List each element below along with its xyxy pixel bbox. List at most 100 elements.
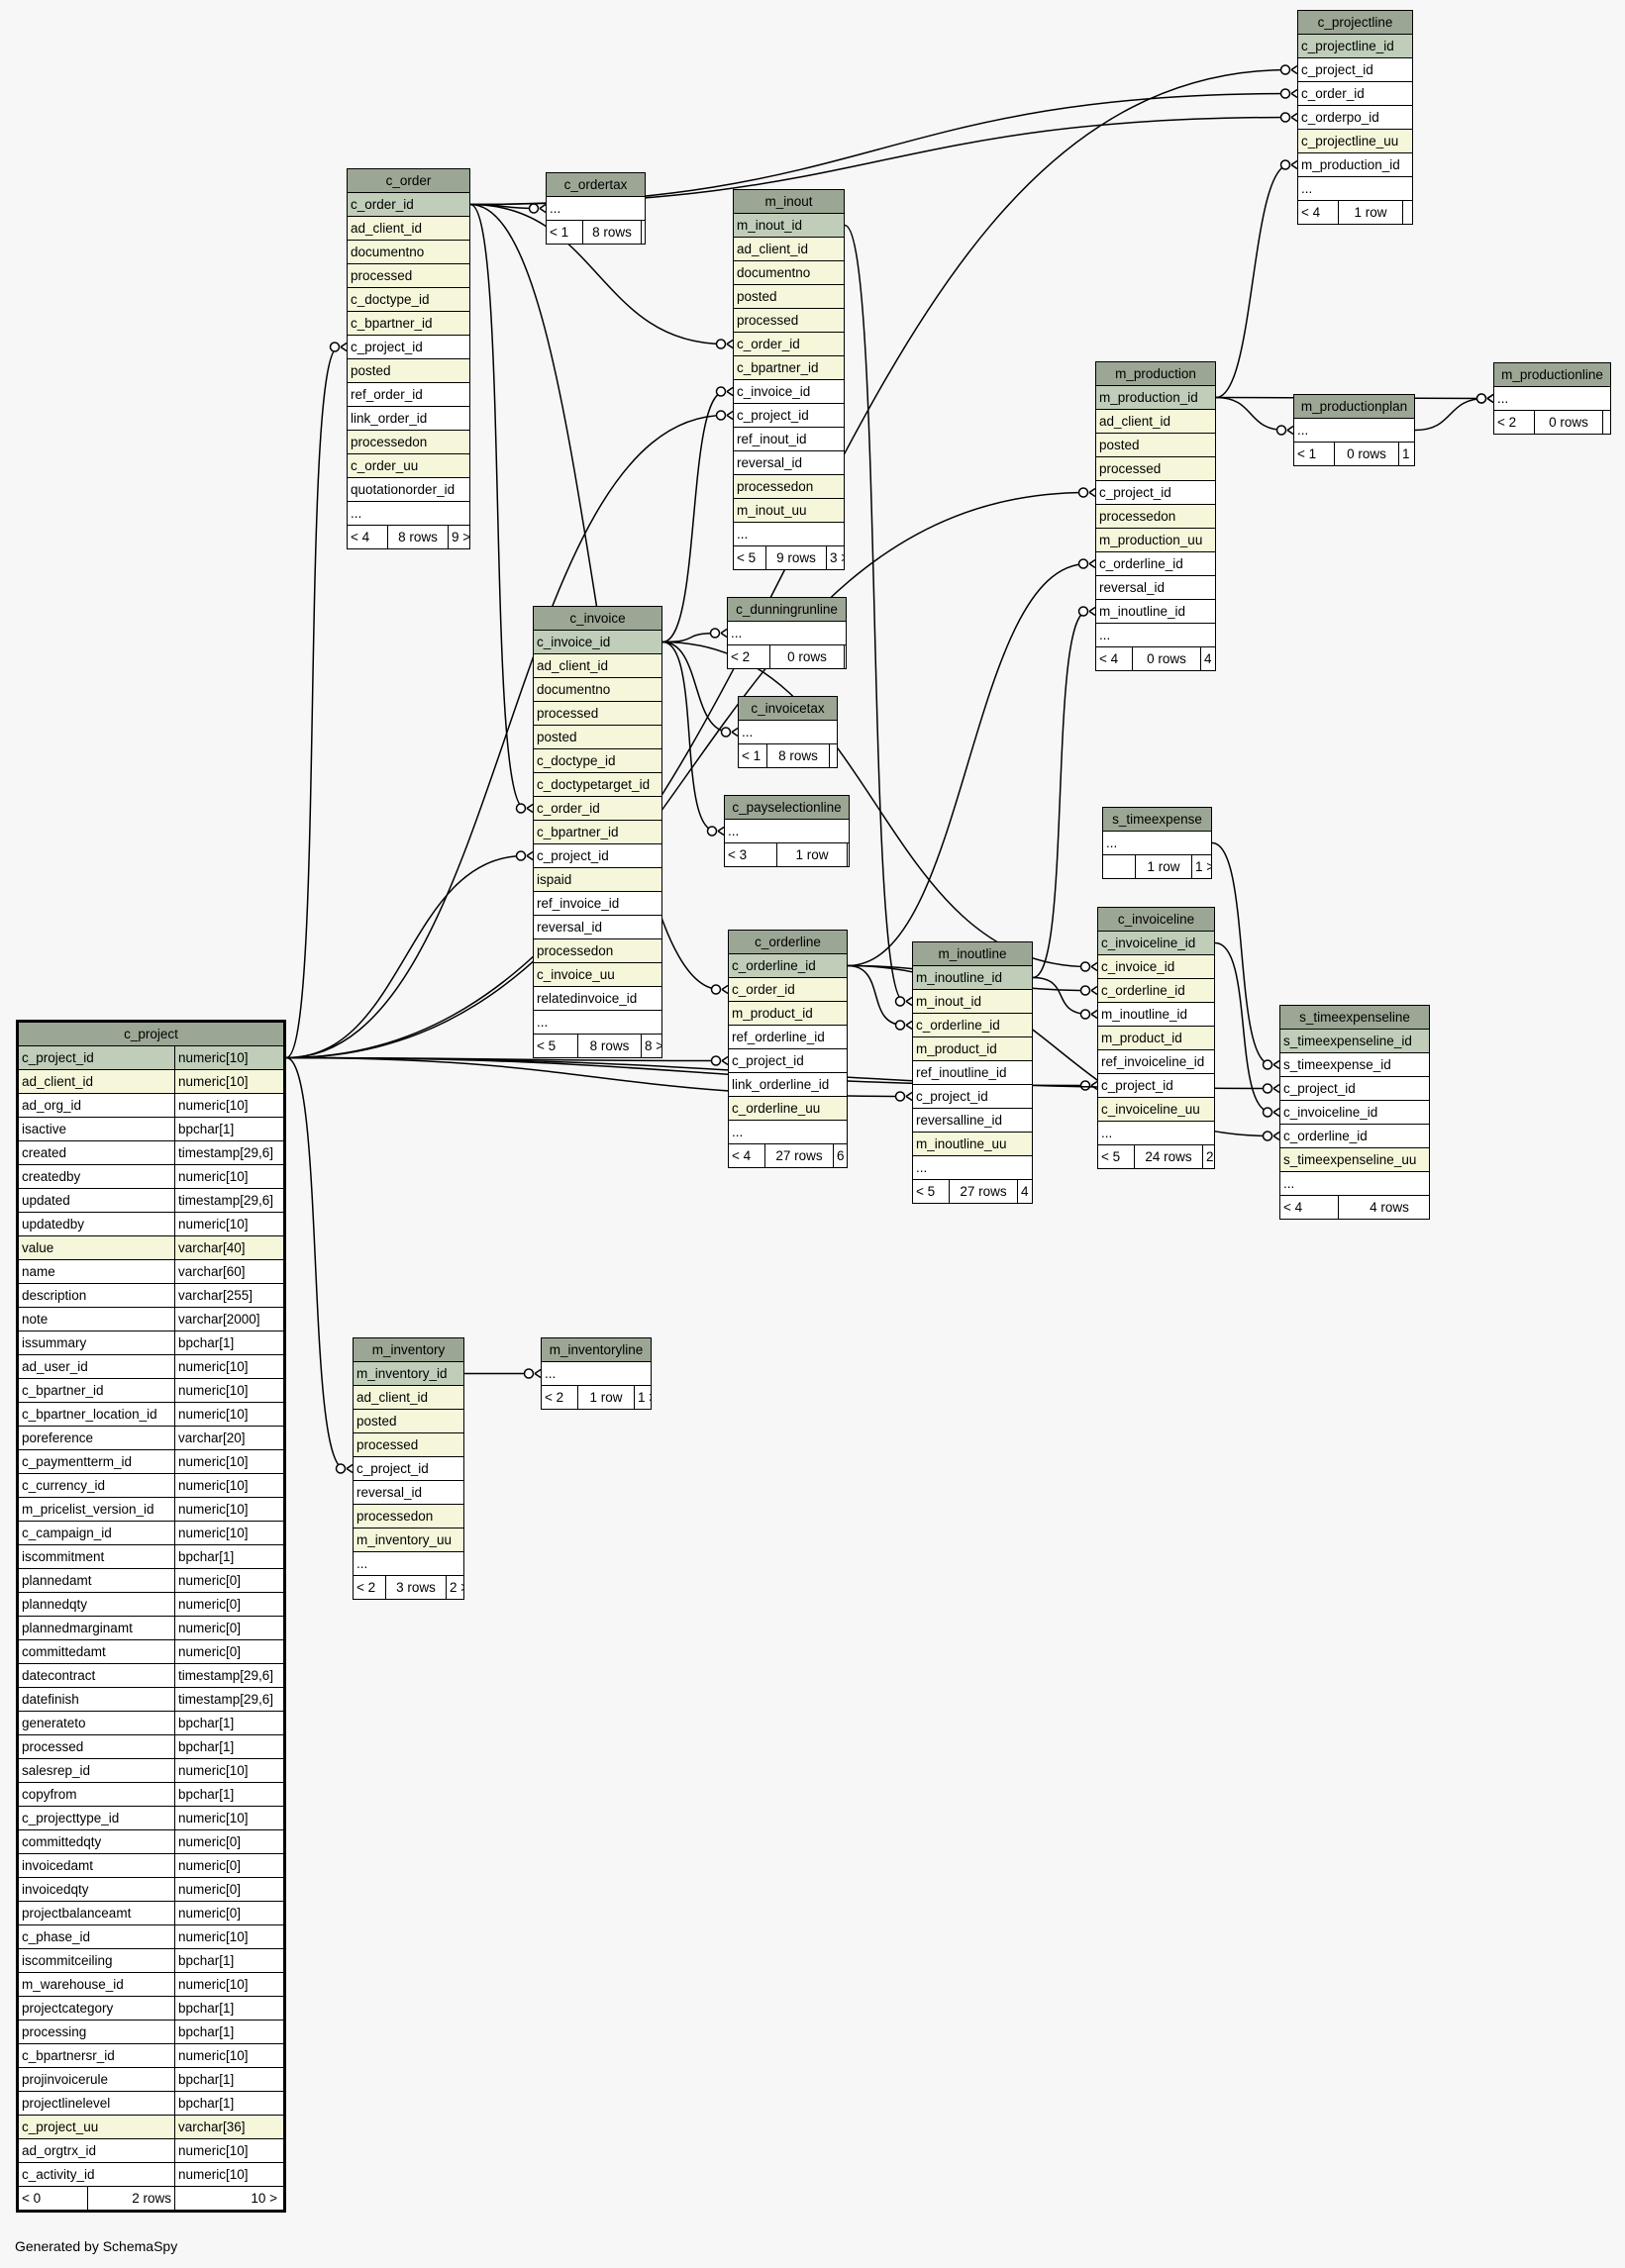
children-count[interactable] [830, 744, 837, 767]
column-row[interactable]: c_project_id [534, 843, 661, 867]
column-row[interactable]: link_order_id [348, 406, 469, 430]
column-row[interactable]: ref_order_id [348, 382, 469, 406]
column-row[interactable]: reversal_id [1096, 575, 1215, 599]
row-count[interactable]: 3 rows [386, 1576, 447, 1599]
column-row[interactable]: c_project_id [1098, 1073, 1214, 1097]
row-count[interactable]: 27 rows [765, 1144, 834, 1167]
column-row[interactable]: c_invoiceline_uu [1098, 1097, 1214, 1121]
column-row[interactable]: c_project_id [1298, 57, 1412, 81]
column-row[interactable]: c_project_id [734, 403, 844, 427]
column-row[interactable]: c_project_id [913, 1084, 1032, 1108]
column-row[interactable]: posted [534, 725, 661, 748]
column-row[interactable]: ... [547, 196, 645, 220]
column-row[interactable]: m_inoutline_id [1098, 1002, 1214, 1026]
column-row[interactable]: documentno [534, 677, 661, 701]
column-row[interactable]: c_order_id [729, 977, 847, 1001]
row-count[interactable]: 8 rows [583, 221, 642, 244]
parents-count[interactable]: < 2 [542, 1386, 578, 1409]
column-row[interactable]: c_order_id [534, 796, 661, 820]
column-row[interactable]: s_timeexpense_id [1280, 1052, 1429, 1076]
children-count[interactable]: 6 > [837, 1148, 847, 1163]
column-row[interactable]: c_invoice_id [734, 379, 844, 403]
parents-count[interactable]: < 5 [534, 1035, 578, 1057]
column-row[interactable]: m_inout_uu [734, 498, 844, 522]
column-row[interactable]: documentno [348, 240, 469, 263]
column-row[interactable]: processedon [1096, 504, 1215, 528]
row-count[interactable]: 2 rows [88, 2187, 175, 2210]
parents-count[interactable]: < 1 [547, 221, 583, 244]
children-count[interactable] [845, 645, 846, 668]
column-row[interactable]: ... [1294, 418, 1414, 442]
children-count[interactable]: 1 > [1402, 446, 1414, 461]
column-row[interactable]: processedon [354, 1504, 463, 1528]
table-header[interactable]: c_invoice [534, 607, 661, 630]
column-row[interactable]: c_orderline_id [729, 953, 847, 977]
children-count[interactable]: 9 > [452, 530, 469, 544]
column-row[interactable]: c_orderline_id [1280, 1124, 1429, 1147]
column-row[interactable]: c_doctypetarget_id [534, 772, 661, 796]
column-row[interactable]: ... [542, 1361, 651, 1385]
column-row[interactable]: c_orderline_id [913, 1013, 1032, 1036]
parents-count[interactable]: < 0 [19, 2187, 88, 2210]
table-header[interactable]: m_inoutline [913, 942, 1032, 965]
parents-count[interactable]: < 1 [739, 744, 767, 767]
children-count[interactable]: 2 > [1206, 1149, 1214, 1164]
column-row[interactable]: processed [354, 1432, 463, 1456]
column-row[interactable]: ad_client_id [734, 237, 844, 260]
children-count[interactable]: 4 > [1204, 651, 1215, 666]
column-row[interactable]: reversal_id [734, 450, 844, 474]
column-row[interactable]: m_inoutline_id [1096, 599, 1215, 623]
column-row[interactable]: reversal_id [534, 915, 661, 938]
column-row[interactable]: ... [1298, 176, 1412, 200]
children-count[interactable]: 2 > [450, 1580, 463, 1595]
row-count[interactable]: 1 row [777, 843, 848, 866]
table-header[interactable]: m_productionplan [1294, 395, 1414, 418]
column-row[interactable]: c_invoiceline_id [1280, 1100, 1429, 1124]
column-row[interactable]: c_orderpo_id [1298, 105, 1412, 129]
column-row[interactable]: ref_inout_id [734, 427, 844, 450]
children-count[interactable]: 8 > [645, 1038, 661, 1053]
column-row[interactable]: ... [1494, 386, 1610, 410]
column-row[interactable]: s_timeexpenseline_uu [1280, 1147, 1429, 1171]
row-count[interactable]: 0 rows [1133, 647, 1201, 670]
parents-count[interactable]: < 1 [1294, 443, 1335, 465]
row-count[interactable]: 4 rows [1339, 1196, 1429, 1219]
column-row[interactable]: processed [534, 701, 661, 725]
parents-count[interactable]: < 2 [354, 1576, 386, 1599]
column-row[interactable]: m_product_id [729, 1001, 847, 1025]
children-count[interactable]: 3 > [830, 550, 844, 565]
children-count[interactable] [1403, 201, 1412, 224]
row-count[interactable]: 8 rows [388, 526, 449, 548]
column-row[interactable]: quotationorder_id [348, 477, 469, 501]
column-row[interactable]: c_projectline_uu [1298, 129, 1412, 152]
row-count[interactable]: 8 rows [767, 744, 830, 767]
children-count[interactable]: 10 > [251, 2191, 277, 2206]
parents-count[interactable]: < 4 [1298, 201, 1339, 224]
column-row[interactable]: ... [1103, 831, 1211, 854]
parents-count[interactable]: < 4 [348, 526, 388, 548]
table-header[interactable]: m_productionline [1494, 363, 1610, 386]
column-row[interactable]: ... [725, 819, 849, 842]
parents-count[interactable]: < 4 [729, 1144, 765, 1167]
